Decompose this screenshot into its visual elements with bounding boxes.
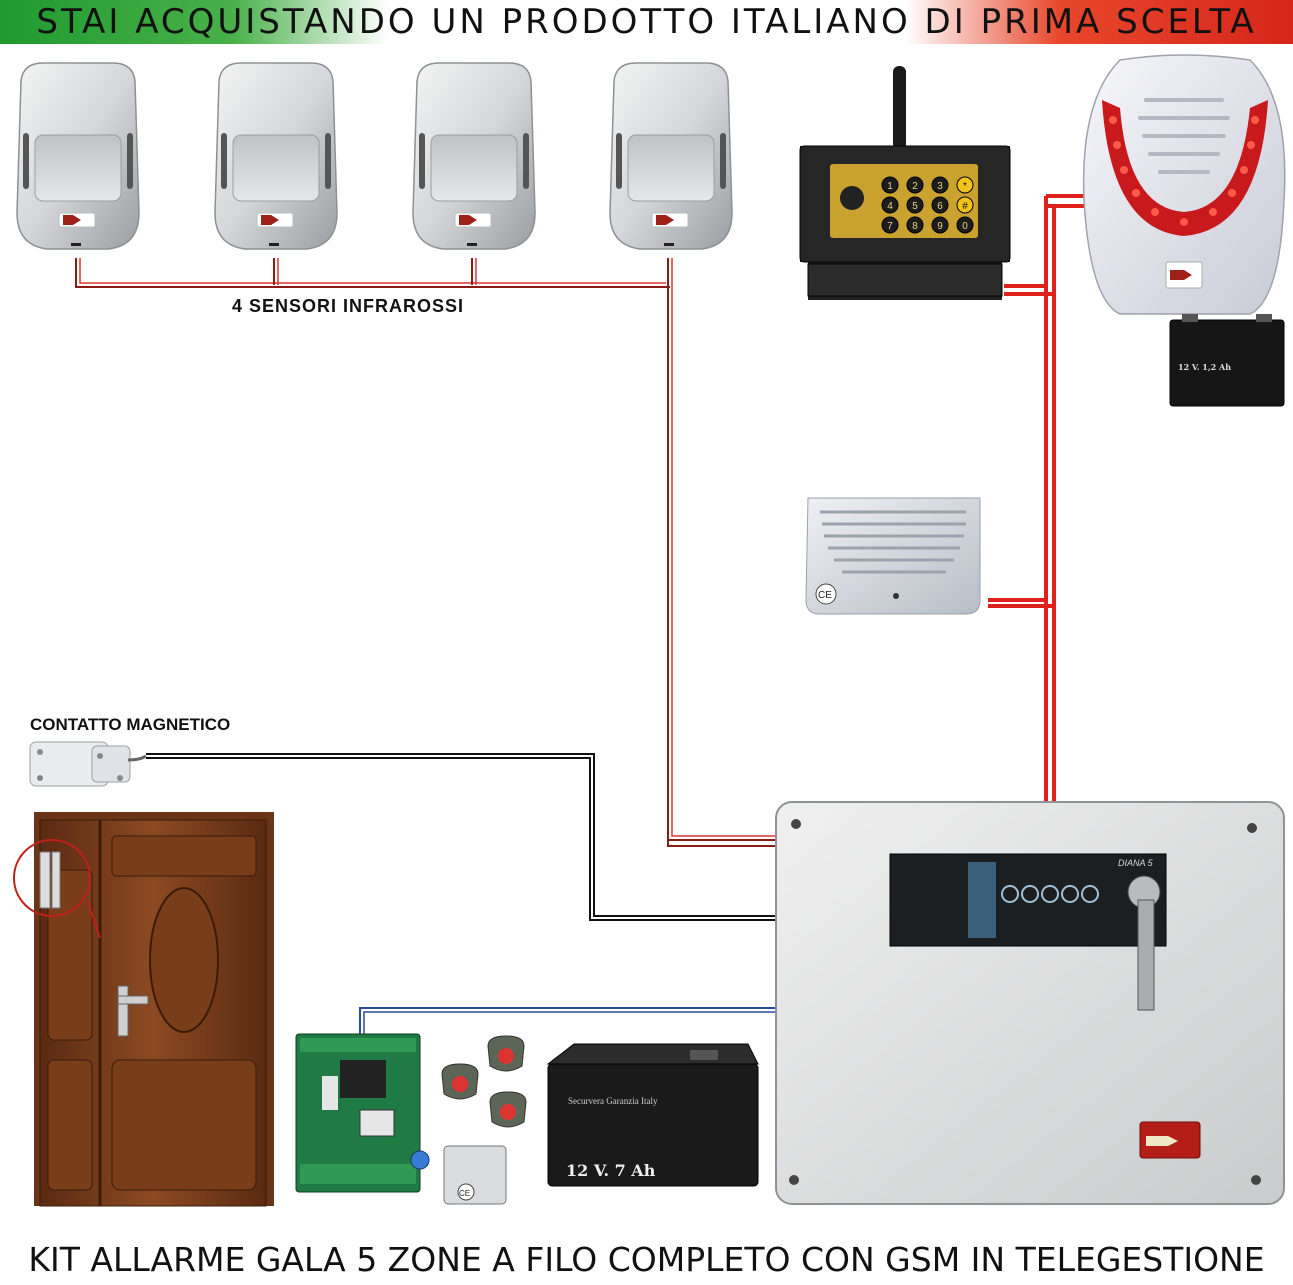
keypad-key[interactable] [906,176,924,194]
magnetic-contact [29,741,147,787]
big-battery: Securvera Garanzia Italy 12 V. 7 Ah [546,1043,759,1187]
header-title: STAI ACQUISTANDO UN PRODOTTO ITALIANO DI… [36,2,1257,42]
outdoor-siren [1082,54,1286,315]
pir-sensor [214,62,338,250]
control-panel: DIANA 5 [775,801,1285,1205]
keypad-key[interactable] [931,196,949,214]
keypad: 1 2 3 * 4 5 6 #7 8 9 0 [881,176,974,234]
contact-label: CONTATTO MAGNETICO [30,715,231,734]
gsm-module-board [295,1033,430,1193]
panel-model: DIANA 5 [1118,858,1154,868]
siren-leds [1109,116,1259,226]
keypad-key[interactable] [956,196,974,214]
keypad-key-label: 2 [912,181,918,192]
gsm-dialer [799,66,1011,300]
keypad-key[interactable] [906,196,924,214]
contact-wire [146,753,776,921]
keypad-key[interactable] [881,216,899,234]
keypad-key[interactable] [956,216,974,234]
keypad-key[interactable] [906,216,924,234]
rfid-reader: CE [443,1145,507,1205]
italian-flag-banner [0,0,1293,44]
keypad-key-label: # [962,201,968,212]
keypad-key-label: 9 [937,221,943,232]
keypad-key-label: 1 [887,181,893,192]
keypad-key-label: 0 [962,221,968,232]
keypad-key[interactable] [931,216,949,234]
keypad-key[interactable] [881,196,899,214]
small-battery: 12 V. 1,2 Ah [1169,314,1285,407]
rfid-tags [441,1035,527,1128]
keypad-key[interactable] [881,176,899,194]
keypad-key-label: * [963,181,967,192]
big-battery-label: 12 V. 7 Ah [566,1161,656,1180]
small-battery-label: 12 V. 1,2 Ah [1178,362,1231,372]
pir-sensor [412,62,536,250]
siren-wires [988,194,1084,806]
keypad-key[interactable] [931,176,949,194]
pir-sensor [16,62,140,250]
keypad-key-label: 7 [887,221,893,232]
indoor-siren: CE [805,497,981,615]
front-door [13,812,274,1207]
svg-text:CE: CE [818,590,832,601]
sensor-wires [75,258,776,847]
keypad-key-label: 4 [887,201,893,212]
svg-text:CE: CE [459,1189,470,1198]
sensors-label: 4 SENSORI INFRAROSSI [232,296,465,316]
zone-leds [1001,885,1099,903]
big-battery-brand: Securvera Garanzia Italy [568,1096,658,1106]
keypad-key[interactable] [956,176,974,194]
keypad-key-label: 6 [937,201,943,212]
keypad-key-label: 5 [912,201,918,212]
footer-title: KIT ALLARME GALA 5 ZONE A FILO COMPLETO … [28,1240,1265,1279]
gsm-module-wire [359,1007,776,1034]
keypad-key-label: 8 [912,221,918,232]
keypad-key-label: 3 [937,181,943,192]
pir-sensor [609,62,733,250]
